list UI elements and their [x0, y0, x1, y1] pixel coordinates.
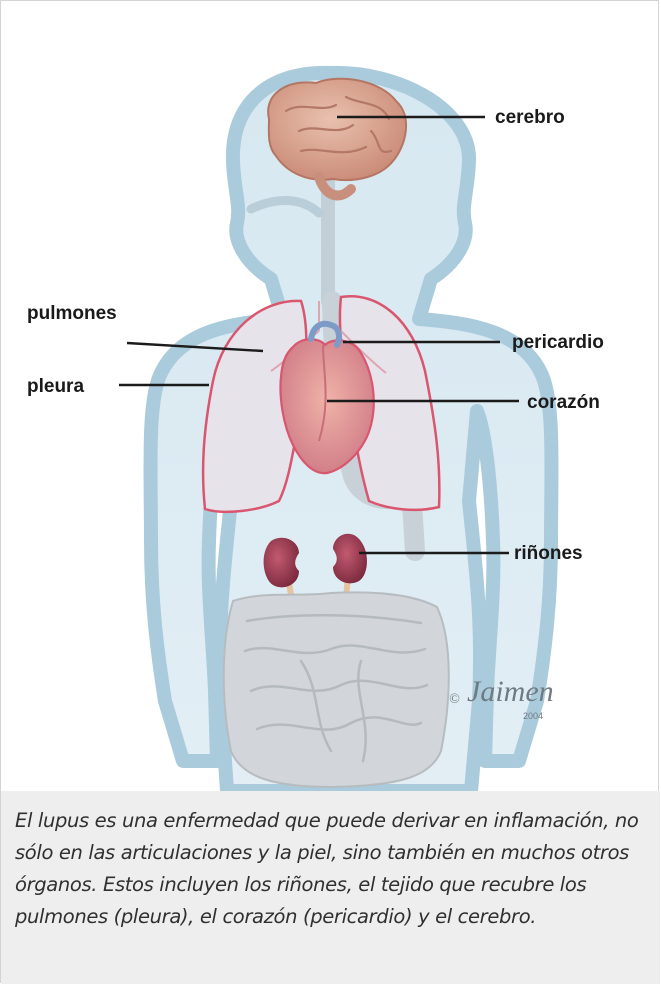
kidney-left [264, 538, 299, 588]
signature-name: Jaimen [467, 675, 554, 708]
label-cerebro: cerebro [495, 107, 565, 128]
label-pericardio: pericardio [512, 332, 604, 353]
label-corazon: corazón [527, 392, 600, 413]
signature-year: 2004 [523, 711, 543, 721]
figure-caption: El lupus es una enfermedad que puede der… [1, 791, 660, 984]
label-pulmones: pulmones [27, 303, 117, 324]
anatomy-illustration: © Jaimen 2004 cerebro pulmones pericardi… [1, 1, 660, 791]
intestines [224, 592, 449, 787]
svg-text:©: © [449, 692, 460, 707]
label-rinones: riñones [514, 543, 583, 564]
label-pleura: pleura [27, 376, 84, 397]
